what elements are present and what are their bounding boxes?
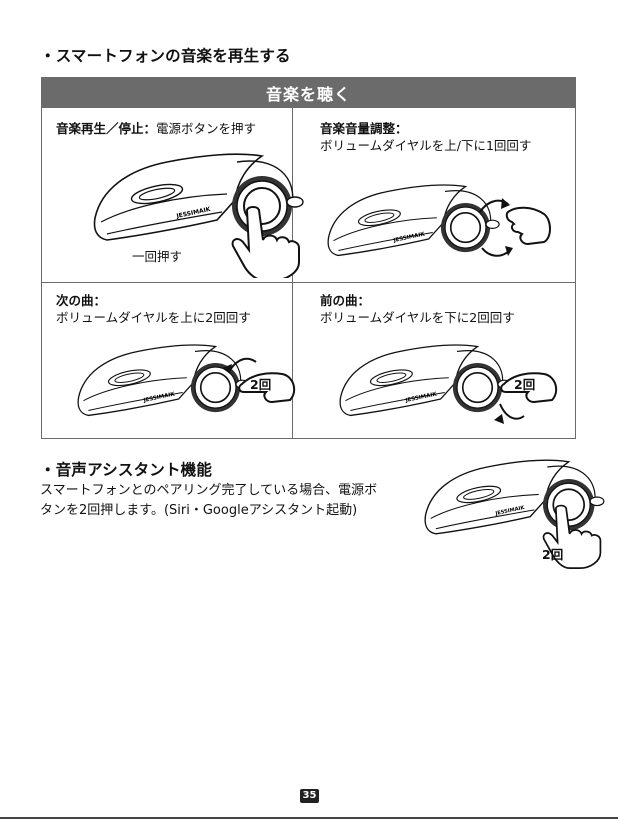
- cell-next-track: 次の曲： ボリュームダイヤルを上に2回回す: [56, 292, 306, 326]
- cell-description: ボリュームダイヤルを下に2回回す: [320, 309, 570, 326]
- twice-label: 2回: [250, 374, 271, 393]
- twice-label: 2回: [542, 544, 563, 563]
- rotate-up-arrow-icon: [230, 359, 256, 370]
- cell-play-pause: 音楽再生／停止：電源ボタンを押す: [56, 120, 306, 137]
- cell-previous-track: 前の曲： ボリュームダイヤルを下に2回回す: [320, 292, 570, 326]
- device-illustration: JESSIMAIK: [334, 340, 574, 440]
- cell-title-rest: 電源ボタンを押す: [156, 121, 256, 136]
- cell-description: ボリュームダイヤルを上/下に1回回す: [320, 137, 570, 154]
- device-illustration: JESSIMAIK: [72, 340, 312, 440]
- music-table: 音楽を聴く 音楽再生／停止：電源ボタンを押す JESSIMAIK 一回押す 音楽…: [41, 77, 576, 439]
- table-divider-horizontal: [42, 282, 575, 283]
- page-number: 35: [300, 789, 319, 803]
- voice-assistant-description: スマートフォンとのペアリング完了している場合、電源ボ タンを2回押します。(Si…: [40, 481, 412, 521]
- cell-description: ボリュームダイヤルを上に2回回す: [56, 309, 306, 326]
- hand-swipe-icon: [507, 208, 550, 244]
- rotate-down-arrow-icon: [482, 248, 510, 256]
- twice-label: 2回: [514, 374, 535, 393]
- cell-title: 音楽再生／停止：: [56, 121, 156, 136]
- press-once-label: 一回押す: [132, 246, 182, 265]
- cell-volume: 音楽音量調整： ボリュームダイヤルを上/下に1回回す: [320, 120, 570, 154]
- cell-title: 次の曲：: [56, 293, 106, 308]
- device-illustration: JESSIMAIK: [418, 455, 608, 575]
- section-heading-voice-assistant: ・音声アシスタント機能: [40, 458, 212, 480]
- cell-title: 音楽音量調整：: [320, 121, 408, 136]
- rotate-down-arrow-icon: [500, 404, 524, 419]
- section-heading-music: ・スマートフォンの音楽を再生する: [40, 44, 291, 66]
- device-illustration: JESSIMAIK: [87, 148, 307, 278]
- footer-rule: [0, 817, 618, 819]
- table-header: 音楽を聴く: [42, 78, 575, 108]
- cell-title: 前の曲：: [320, 293, 370, 308]
- device-illustration: JESSIMAIK: [322, 180, 562, 280]
